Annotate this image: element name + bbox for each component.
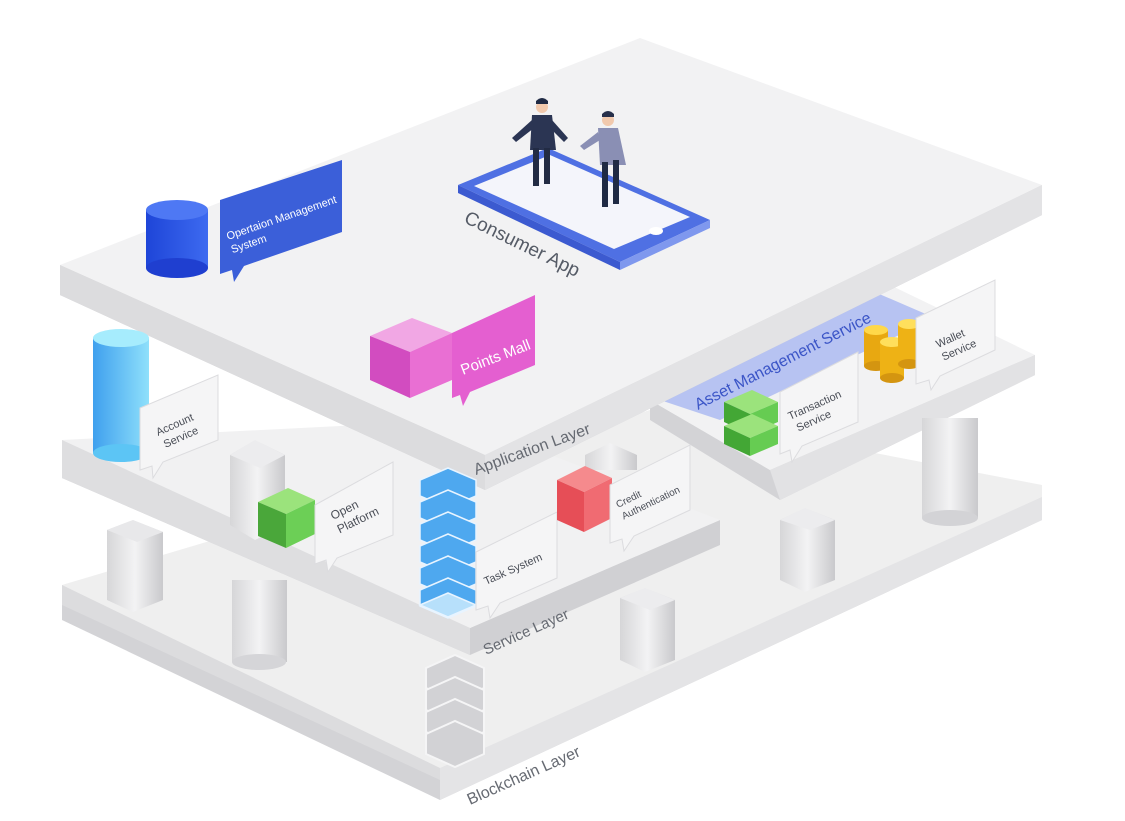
open-platform-callout: Open Platform [314,461,394,574]
credit-cube-icon [557,466,612,532]
account-cylinder-icon [93,329,149,462]
database-cylinder-icon [146,200,208,278]
credit-authentication-callout: Credit Authentication [609,444,691,553]
asset-management-band [660,290,935,420]
application-layer-platform [60,38,1042,490]
transaction-cube-icon [724,390,778,456]
operation-management-callout: Opertaion Management System [220,160,342,282]
support-pillars-lower [107,508,835,672]
points-mall-cube-icon [370,318,452,398]
consumer-app-phone [458,148,710,270]
wallet-service-callout: Wallet Service [915,279,996,392]
transaction-service-callout: Transaction Service [779,351,859,464]
task-system-callout: Task System [475,511,558,620]
people-handshake-icon [512,98,626,207]
points-mall-callout: Points Mall [452,295,535,406]
layer-connector-stack [425,653,485,769]
task-system-stack-icon [418,467,478,619]
coins-icon [864,319,920,383]
open-platform-cube-icon [258,488,315,548]
account-service-callout: Account Service [139,374,219,480]
